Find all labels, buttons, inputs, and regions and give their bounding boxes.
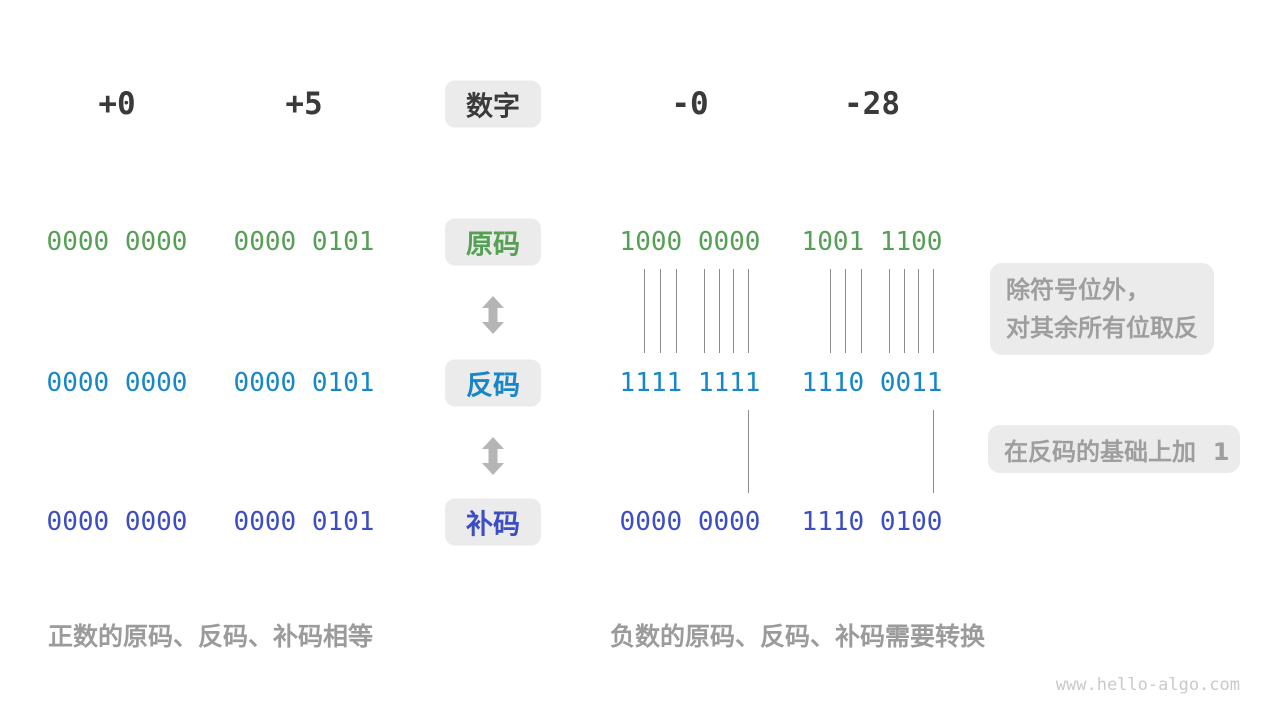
sign-magnitude-plus-five: 0000 0101 xyxy=(233,227,375,257)
invert-bits-note: 除符号位外， 对其余所有位取反 xyxy=(990,263,1214,355)
negative-numbers-caption: 负数的原码、反码、补码需要转换 xyxy=(610,622,986,651)
bit-connector-line xyxy=(904,269,905,353)
bit-connector-line xyxy=(660,269,661,353)
website-watermark: www.hello-algo.com xyxy=(1055,675,1240,695)
double-arrow-icon xyxy=(481,296,505,338)
invert-bits-note-line1: 除符号位外， xyxy=(1006,276,1150,304)
add-one-note: 在反码的基础上加 1 xyxy=(988,425,1240,473)
bit-connector-line xyxy=(918,269,919,353)
ones-complement-minus-28: 1110 0011 xyxy=(801,368,943,398)
sign-magnitude-plus-zero: 0000 0000 xyxy=(46,227,188,257)
bit-connector-line xyxy=(719,269,720,353)
bit-connector-line xyxy=(933,269,934,353)
bit-connector-line xyxy=(861,269,862,353)
bit-connector-line xyxy=(889,269,890,353)
header-plus-zero: +0 xyxy=(98,86,136,122)
sign-magnitude-label-chip: 原码 xyxy=(445,218,541,266)
bit-connector-line xyxy=(933,410,934,493)
invert-bits-note-line2: 对其余所有位取反 xyxy=(1006,314,1198,342)
positive-numbers-caption: 正数的原码、反码、补码相等 xyxy=(48,622,374,651)
bit-connector-line xyxy=(748,269,749,353)
bit-connector-line xyxy=(845,269,846,353)
ones-complement-minus-zero: 1111 1111 xyxy=(619,368,761,398)
header-minus-28: -28 xyxy=(844,86,900,122)
sign-magnitude-minus-zero: 1000 0000 xyxy=(619,227,761,257)
bit-connector-line xyxy=(676,269,677,353)
twos-complement-label-chip: 补码 xyxy=(445,498,541,546)
ones-complement-label-chip: 反码 xyxy=(445,359,541,407)
twos-complement-plus-five: 0000 0101 xyxy=(233,507,375,537)
sign-magnitude-minus-28: 1001 1100 xyxy=(801,227,943,257)
bit-connector-line xyxy=(748,410,749,493)
number-label-chip: 数字 xyxy=(445,80,541,128)
ones-complement-plus-five: 0000 0101 xyxy=(233,368,375,398)
twos-complement-plus-zero: 0000 0000 xyxy=(46,507,188,537)
bit-connector-line xyxy=(830,269,831,353)
twos-complement-minus-zero: 0000 0000 xyxy=(619,507,761,537)
twos-complement-minus-28: 1110 0100 xyxy=(801,507,943,537)
header-minus-zero: -0 xyxy=(671,86,709,122)
ones-complement-plus-zero: 0000 0000 xyxy=(46,368,188,398)
bit-connector-line xyxy=(704,269,705,353)
double-arrow-icon xyxy=(481,437,505,479)
bit-connector-line xyxy=(733,269,734,353)
bit-connector-line xyxy=(644,269,645,353)
header-plus-five: +5 xyxy=(285,86,323,122)
